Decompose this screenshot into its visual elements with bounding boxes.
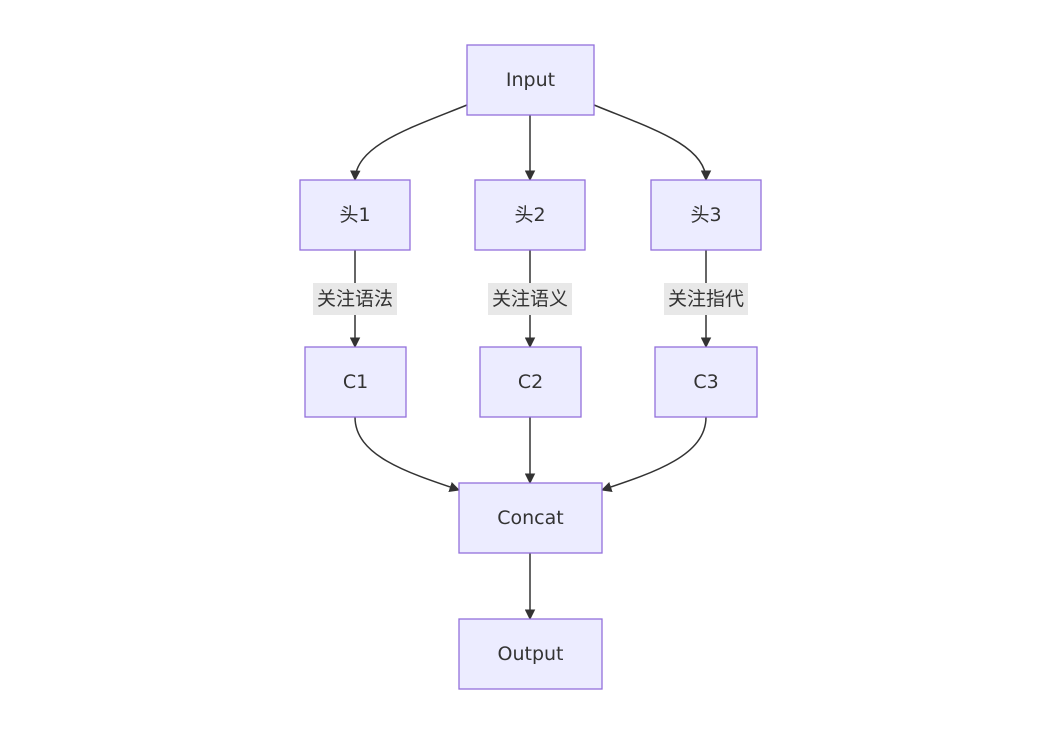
node-label: C1 [343,371,368,393]
node-c3: C3 [654,346,758,418]
edge-label-text: 关注语义 [492,288,568,310]
node-head1: 头1 [299,179,411,251]
node-output: Output [458,618,603,690]
edge-label-head3-c3: 关注指代 [664,283,748,315]
node-head2: 头2 [474,179,586,251]
edge-input-head3 [593,104,712,182]
edge-label-head2-c2: 关注语义 [488,283,572,315]
edge-input-head1 [350,104,468,182]
node-head3: 头3 [650,179,762,251]
node-label: 头2 [514,204,545,226]
edge-label-text: 关注语法 [317,288,393,310]
edge-c1-concat [354,416,460,492]
edge-label-head1-c1: 关注语法 [313,283,397,315]
node-label: C2 [518,371,543,393]
node-label: 头1 [339,204,370,226]
node-input: Input [466,44,595,116]
node-label: Input [506,69,555,91]
node-label: 头3 [690,204,721,226]
node-c1: C1 [304,346,407,418]
node-c2: C2 [479,346,582,418]
node-label: Concat [497,507,563,529]
node-label: Output [498,643,564,665]
edge-label-text: 关注指代 [668,288,744,310]
node-concat: Concat [458,482,603,554]
node-label: C3 [693,371,718,393]
edge-c3-concat [601,416,707,492]
